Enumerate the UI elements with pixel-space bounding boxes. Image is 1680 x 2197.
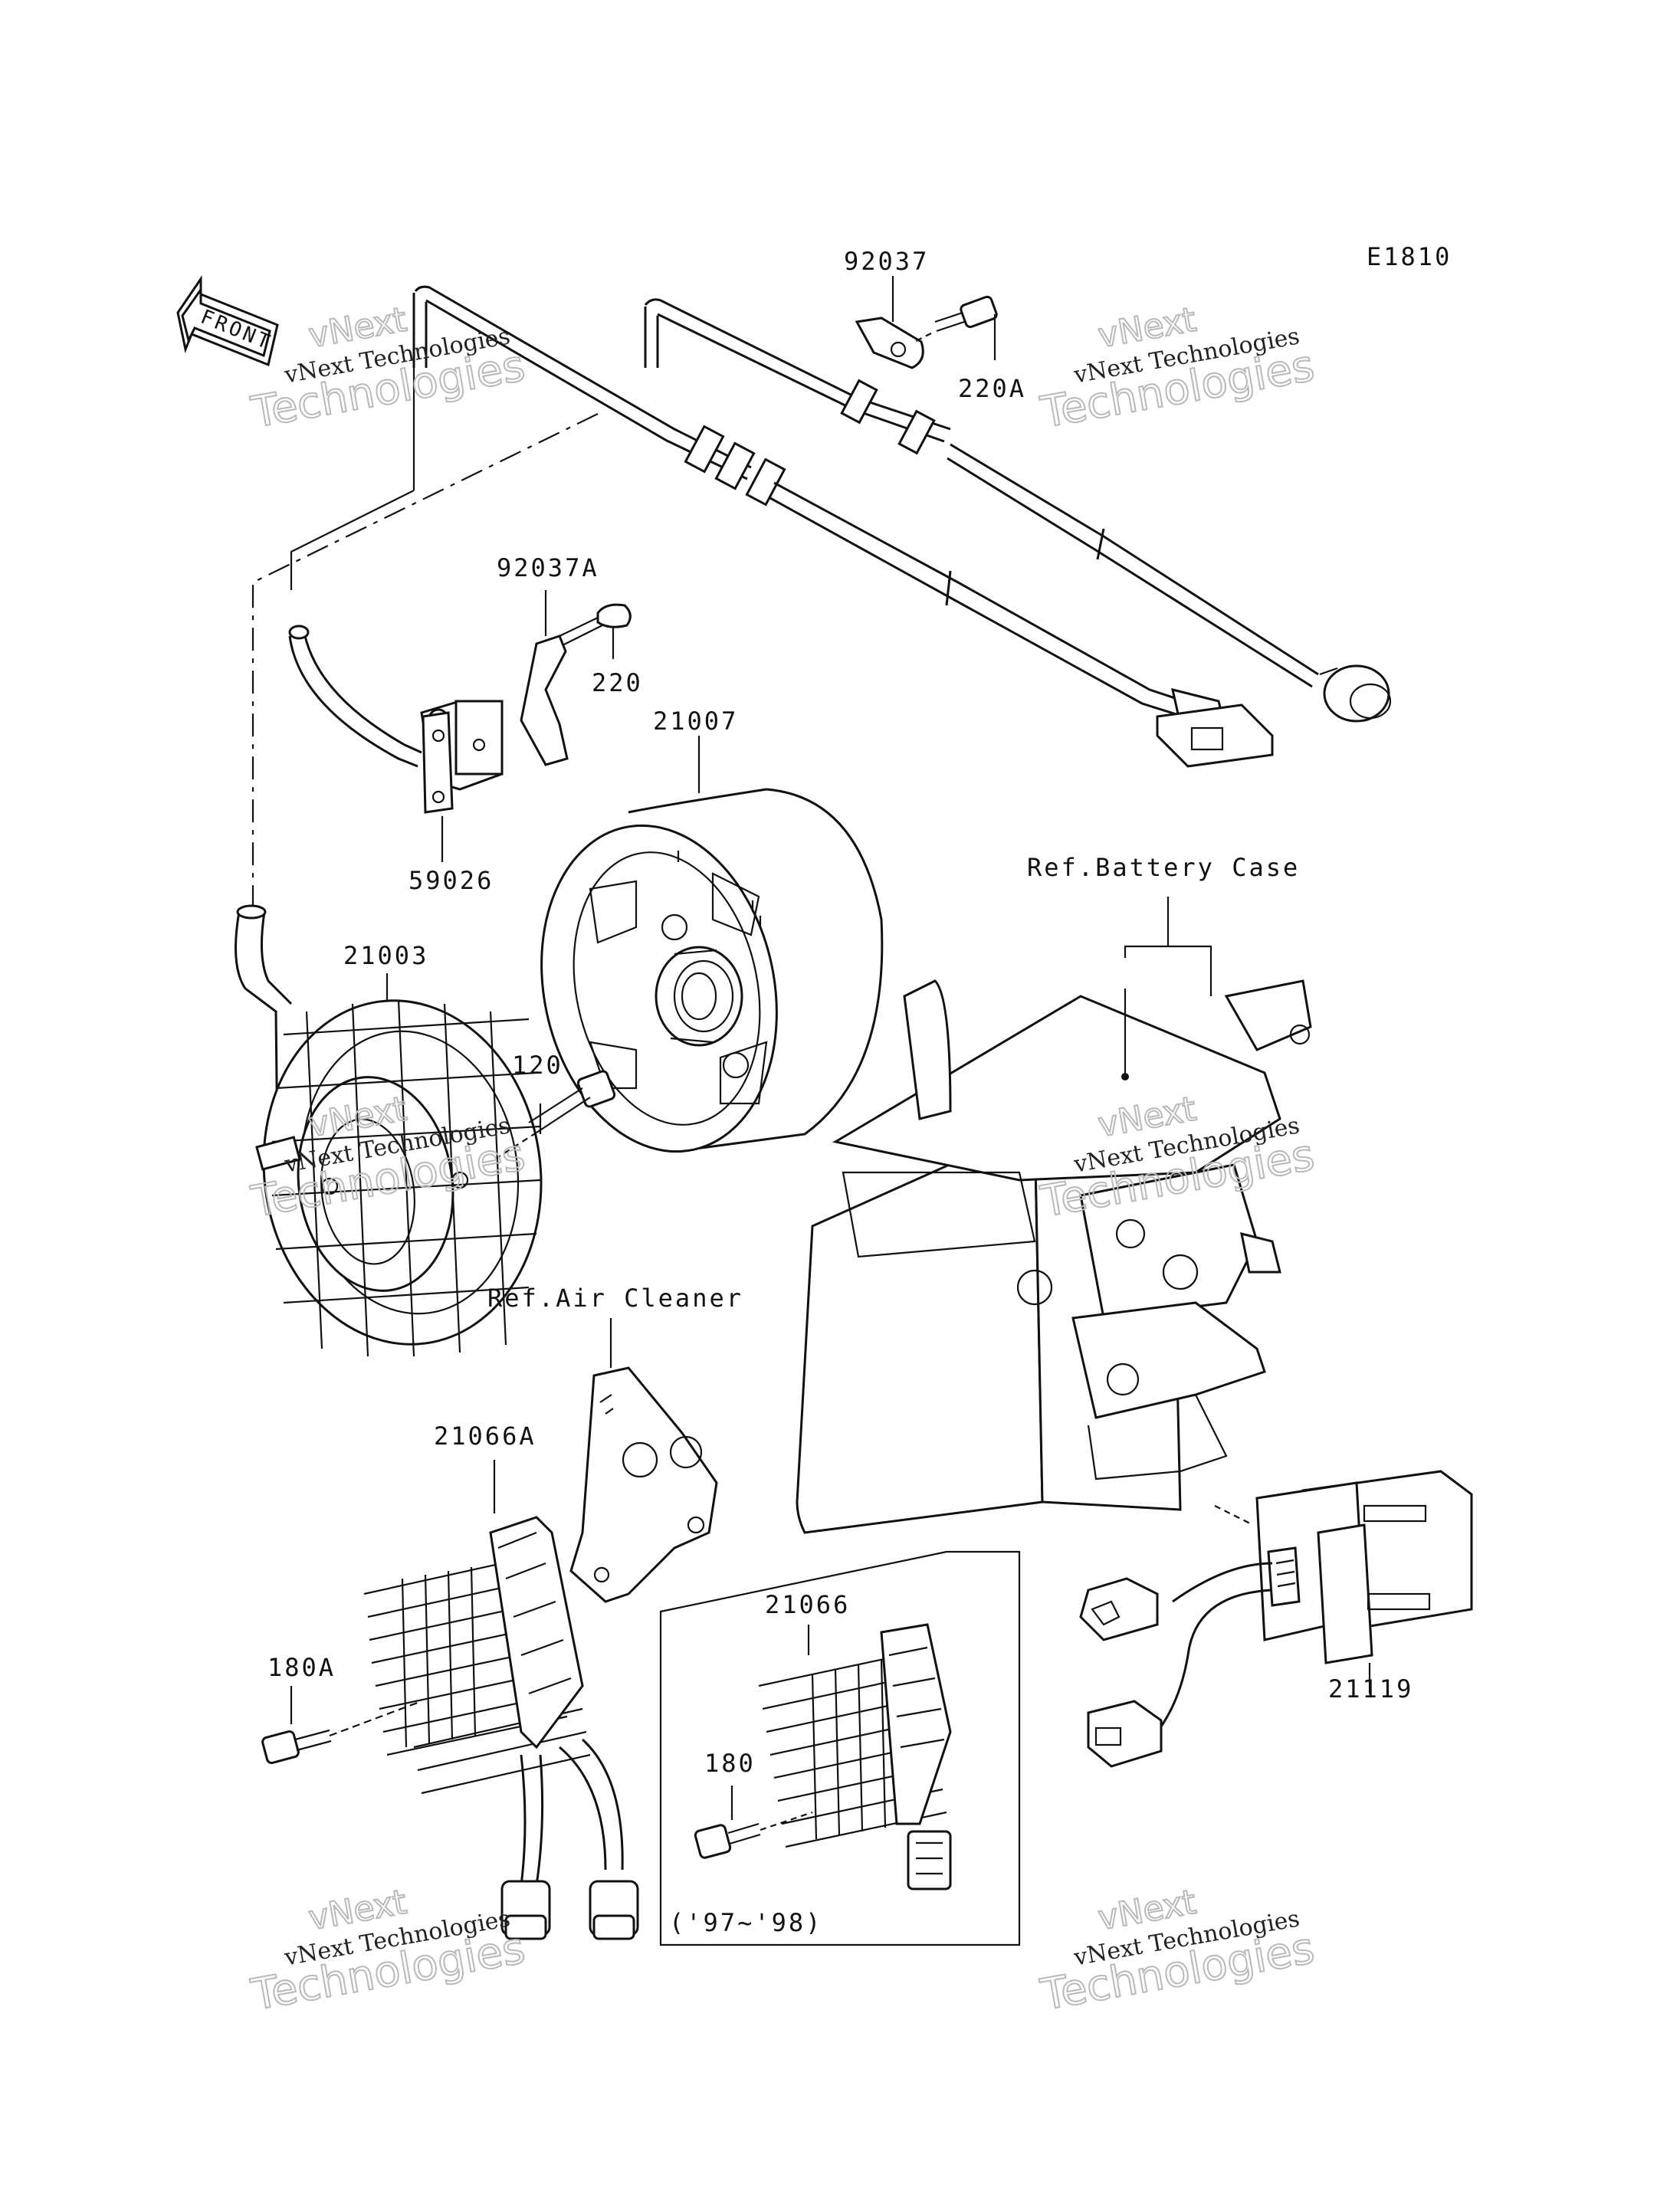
label-92037A: 92037A <box>497 553 599 582</box>
label-220: 220 <box>592 668 643 697</box>
label-21003: 21003 <box>343 941 428 970</box>
ic-igniter-21119 <box>1079 1470 1473 1768</box>
clamp-92037 <box>855 276 924 369</box>
flywheel-21007 <box>540 736 884 1153</box>
label-ref-air-cleaner: Ref.Air Cleaner <box>487 1284 743 1313</box>
battery-case <box>796 897 1312 1534</box>
front-arrow-icon: FRONT <box>176 275 279 367</box>
bolt-120 <box>497 1070 616 1158</box>
inset-note: ('97~'98) <box>669 1908 822 1937</box>
label-180: 180 <box>704 1749 756 1778</box>
wiring-harness <box>412 285 1392 768</box>
bolt-180A <box>261 1686 422 1765</box>
label-120: 120 <box>512 1051 563 1080</box>
stator-21003 <box>235 904 543 1357</box>
label-ref-battery-case: Ref.Battery Case <box>1027 853 1300 882</box>
air-cleaner-bracket <box>569 1318 718 1603</box>
label-21066: 21066 <box>765 1590 850 1619</box>
diagram-code: E1810 <box>1367 242 1452 271</box>
watermark: vNext vNext Technologies Technologies vN… <box>247 300 1319 2022</box>
bolt-220A <box>915 295 998 360</box>
label-21007: 21007 <box>653 707 738 736</box>
label-59026: 59026 <box>409 866 494 895</box>
bracket-92037A <box>520 590 632 766</box>
label-21066A: 21066A <box>434 1421 536 1451</box>
regulator-21066A <box>363 1460 639 1940</box>
label-220A: 220A <box>958 374 1026 403</box>
pickup-coil-59026 <box>288 625 504 862</box>
label-21119: 21119 <box>1328 1674 1413 1703</box>
inset-97-98 <box>659 1550 1021 1946</box>
label-180A: 180A <box>267 1653 336 1682</box>
label-92037: 92037 <box>844 247 929 276</box>
